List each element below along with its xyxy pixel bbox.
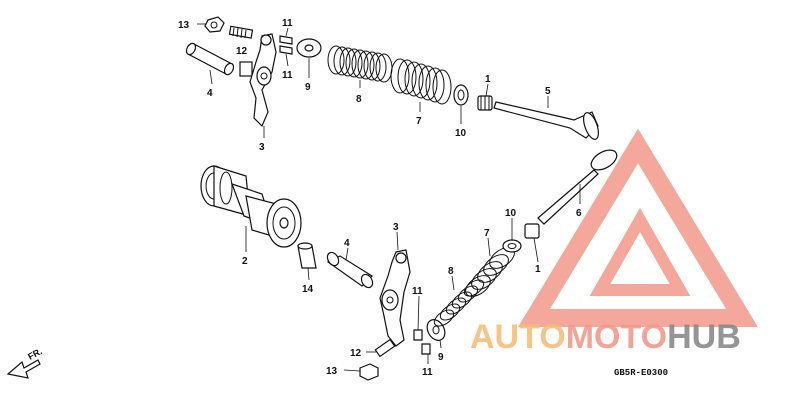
watermark-text: AUTOMOTOHUB <box>470 318 741 356</box>
label-3-upper: 3 <box>259 142 265 153</box>
direction-label: FR. <box>26 346 43 362</box>
part-7-outer-spring-lower <box>465 247 515 297</box>
label-3-lower: 3 <box>393 222 399 233</box>
label-11-upper-b: 11 <box>282 70 293 81</box>
part-3-rocker-arm-lower <box>379 249 411 347</box>
label-9-lower: 9 <box>438 352 444 363</box>
label-8-upper: 8 <box>356 94 362 105</box>
part-7-outer-spring-upper <box>390 58 452 105</box>
label-1-lower: 1 <box>535 264 541 275</box>
label-10-upper: 10 <box>455 128 467 139</box>
part-9-retainer-upper <box>296 38 322 58</box>
label-7-upper: 7 <box>416 116 422 127</box>
watermark-part1: AUTOMOTOHUB <box>470 318 741 356</box>
part-11-cotters-upper <box>279 35 293 55</box>
part-4-rocker-shaft-upper <box>185 42 235 76</box>
part-13-nut-lower <box>359 363 379 381</box>
part-5-valve <box>493 101 599 140</box>
label-13-lower: 13 <box>326 366 338 377</box>
label-10-lower: 10 <box>505 208 517 219</box>
part-1-stem-seal-lower <box>524 223 540 239</box>
part-10-seat-lower <box>502 239 522 253</box>
label-1-upper: 1 <box>485 74 491 85</box>
part-1-stem-seal-upper <box>477 95 493 111</box>
label-2: 2 <box>242 256 248 267</box>
part-10-seat-upper <box>453 84 469 106</box>
label-6: 6 <box>576 208 582 219</box>
label-12-lower: 12 <box>350 348 362 359</box>
part-12-screw-lower <box>374 338 396 358</box>
label-11-lower-a: 11 <box>412 286 423 297</box>
part-4-rocker-shaft-lower <box>326 251 374 289</box>
label-7-lower: 7 <box>484 228 490 239</box>
part-13-nut-upper <box>204 16 225 33</box>
part-14-sleeve-upper <box>239 61 253 77</box>
label-4-lower: 4 <box>344 238 350 249</box>
front-direction-arrow <box>6 359 41 379</box>
part-14-sleeve-lower <box>297 242 317 269</box>
label-9-upper: 9 <box>305 82 311 93</box>
part-2-camshaft <box>200 165 302 248</box>
watermark-logo <box>518 128 758 327</box>
diagram-code: GB5R-E0300 <box>614 368 668 378</box>
part-8-inner-spring-upper <box>327 45 393 83</box>
label-13-upper: 13 <box>178 20 190 31</box>
label-11-lower-b: 11 <box>422 367 433 378</box>
part-6-valve <box>537 149 618 225</box>
part-11-cotters-lower <box>413 329 431 355</box>
label-4-upper: 4 <box>207 88 213 99</box>
part-8-inner-spring-lower <box>433 279 485 327</box>
label-12-upper: 12 <box>236 46 248 57</box>
part-3-rocker-arm-upper <box>249 33 277 128</box>
label-8-lower: 8 <box>448 266 454 277</box>
label-11-upper-a: 11 <box>282 18 293 29</box>
part-12-screw-upper <box>228 25 254 39</box>
label-14: 14 <box>302 284 314 295</box>
label-5: 5 <box>545 86 551 97</box>
part-9-retainer-lower <box>426 319 446 341</box>
